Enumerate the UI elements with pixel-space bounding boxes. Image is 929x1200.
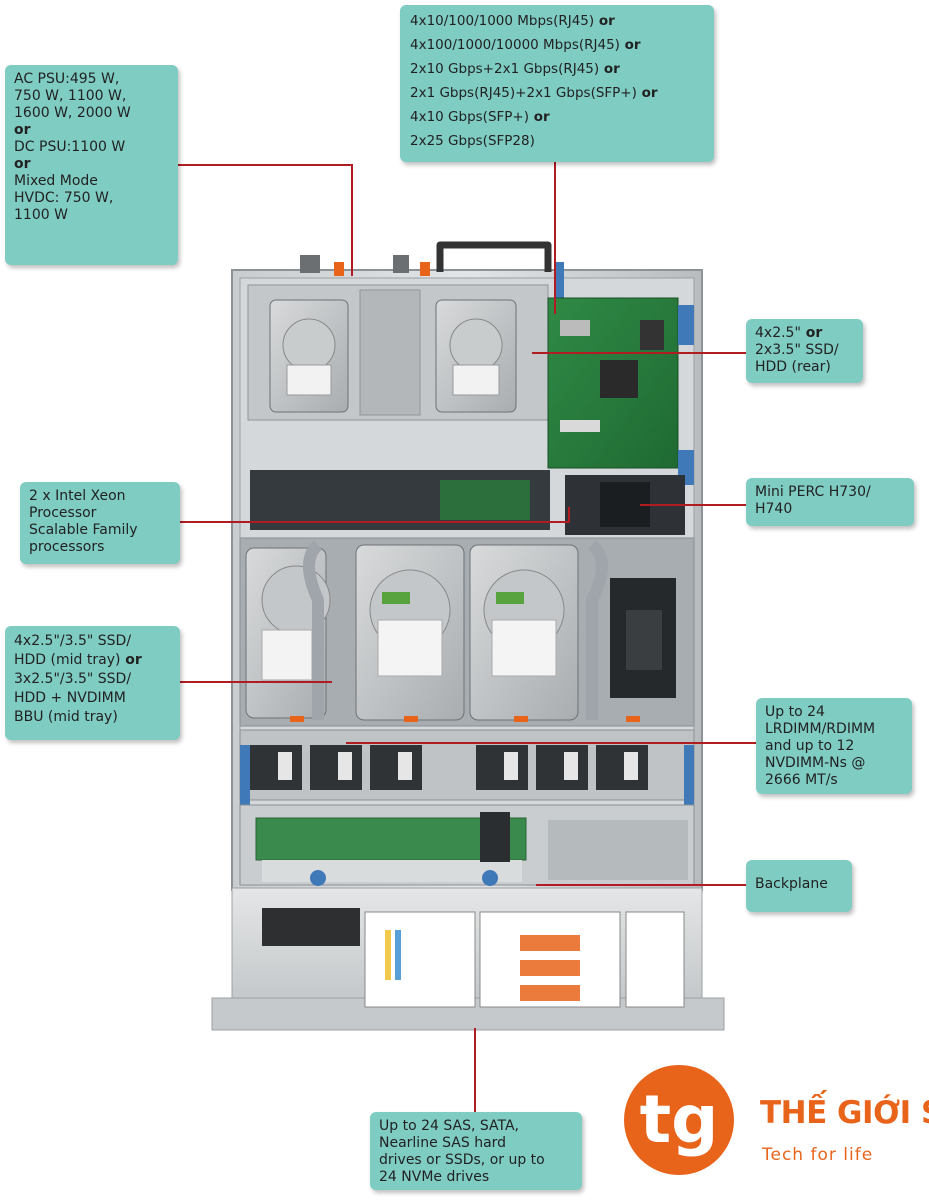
brand-name: THẾ GIỚI SỐ — [760, 1095, 929, 1131]
mid-tray-line: HDD (mid tray) or — [14, 652, 142, 668]
leader-cpu-v — [568, 507, 570, 523]
brand-logo: tg — [624, 1065, 734, 1175]
brand-tagline: Tech for life — [762, 1145, 874, 1165]
callout-rear-drives: 4x2.5" or 2x3.5" SSD/ HDD (rear) — [746, 319, 863, 383]
psu-line: Mixed Mode — [14, 173, 98, 189]
callout-psu: AC PSU:495 W, 750 W, 1100 W, 1600 W, 200… — [5, 65, 178, 265]
cpu-line: Scalable Family — [29, 522, 138, 538]
front-drives-line: 24 NVMe drives — [379, 1169, 490, 1185]
memory-line: Up to 24 — [765, 704, 825, 720]
logo-monogram: tg — [640, 1081, 719, 1158]
mid-tray-line: 4x2.5"/3.5" SSD/ — [14, 633, 132, 649]
psu-or: or — [14, 156, 31, 172]
backplane-board — [239, 804, 695, 886]
memory-line: 2666 MT/s — [765, 772, 838, 788]
cpu-line: 2 x Intel Xeon — [29, 488, 126, 504]
callout-cpu: 2 x Intel Xeon Processor Scalable Family… — [20, 482, 180, 564]
leader-psu-h — [178, 164, 353, 166]
fan-bank — [239, 729, 695, 815]
mid-tray-drives — [239, 537, 695, 727]
front-panel — [211, 887, 725, 1031]
callout-memory: Up to 24 LRDIMM/RDIMM and up to 12 NVDIM… — [756, 698, 912, 794]
psu-line: DC PSU:1100 W — [14, 139, 126, 155]
rear-drives-line: 2x3.5" SSD/ — [755, 342, 839, 358]
rear-handles — [300, 241, 564, 298]
memory-line: LRDIMM/RDIMM — [765, 721, 876, 737]
rear-drive-cage — [247, 284, 549, 421]
psu-line: 1100 W — [14, 207, 68, 223]
front-drives-line: Up to 24 SAS, SATA, — [379, 1118, 519, 1134]
callout-network: 4x10/100/1000 Mbps(RJ45) or 4x100/1000/1… — [400, 5, 714, 162]
front-drives-line: Nearline SAS hard — [379, 1135, 507, 1151]
network-line: 4x10 Gbps(SFP+) or — [410, 109, 550, 125]
mid-tray-line: BBU (mid tray) — [14, 709, 118, 725]
cpu-line: Processor — [29, 505, 97, 521]
network-line: 4x10/100/1000 Mbps(RJ45) or — [410, 13, 615, 29]
psu-line: 1600 W, 2000 W — [14, 105, 131, 121]
cpu-line: processors — [29, 539, 105, 555]
rear-drives-line: 4x2.5" or — [755, 325, 823, 341]
memory-line: and up to 12 — [765, 738, 855, 754]
network-line: 2x10 Gbps+2x1 Gbps(RJ45) or — [410, 61, 620, 77]
network-line: 4x100/1000/10000 Mbps(RJ45) or — [410, 37, 641, 53]
memory-line: NVDIMM-Ns @ — [765, 755, 866, 771]
leader-perc — [640, 504, 746, 506]
rear-drives-line: HDD (rear) — [755, 359, 831, 375]
mid-tray-line: HDD + NVDIMM — [14, 690, 126, 706]
callout-perc: Mini PERC H730/ H740 — [746, 478, 914, 526]
backplane-label: Backplane — [755, 876, 828, 892]
leader-psu-v — [351, 164, 353, 276]
front-drives-line: drives or SSDs, or up to — [379, 1152, 545, 1168]
system-board — [250, 297, 694, 535]
perc-line: Mini PERC H730/ — [755, 484, 871, 500]
psu-line: AC PSU:495 W, — [14, 71, 120, 87]
mid-tray-line: 3x2.5"/3.5" SSD/ — [14, 671, 132, 687]
leader-rear-drives — [532, 352, 746, 354]
leader-network — [554, 162, 556, 314]
perc-line: H740 — [755, 501, 793, 517]
network-line: 2x25 Gbps(SFP28) — [410, 133, 535, 149]
network-line: 2x1 Gbps(RJ45)+2x1 Gbps(SFP+) or — [410, 85, 658, 101]
psu-line: HVDC: 750 W, — [14, 190, 114, 206]
callout-front-drives: Up to 24 SAS, SATA, Nearline SAS hard dr… — [370, 1112, 582, 1190]
callout-mid-tray: 4x2.5"/3.5" SSD/ HDD (mid tray) or 3x2.5… — [5, 626, 180, 740]
leader-cpu-h — [180, 521, 570, 523]
leader-mid-tray — [180, 681, 332, 683]
psu-or: or — [14, 122, 31, 138]
logo-circle — [624, 1065, 734, 1175]
callout-backplane: Backplane — [746, 860, 852, 912]
leader-backplane — [536, 884, 746, 886]
leader-front-drives — [474, 1028, 476, 1112]
leader-memory — [346, 742, 756, 744]
psu-line: 750 W, 1100 W, — [14, 88, 127, 104]
